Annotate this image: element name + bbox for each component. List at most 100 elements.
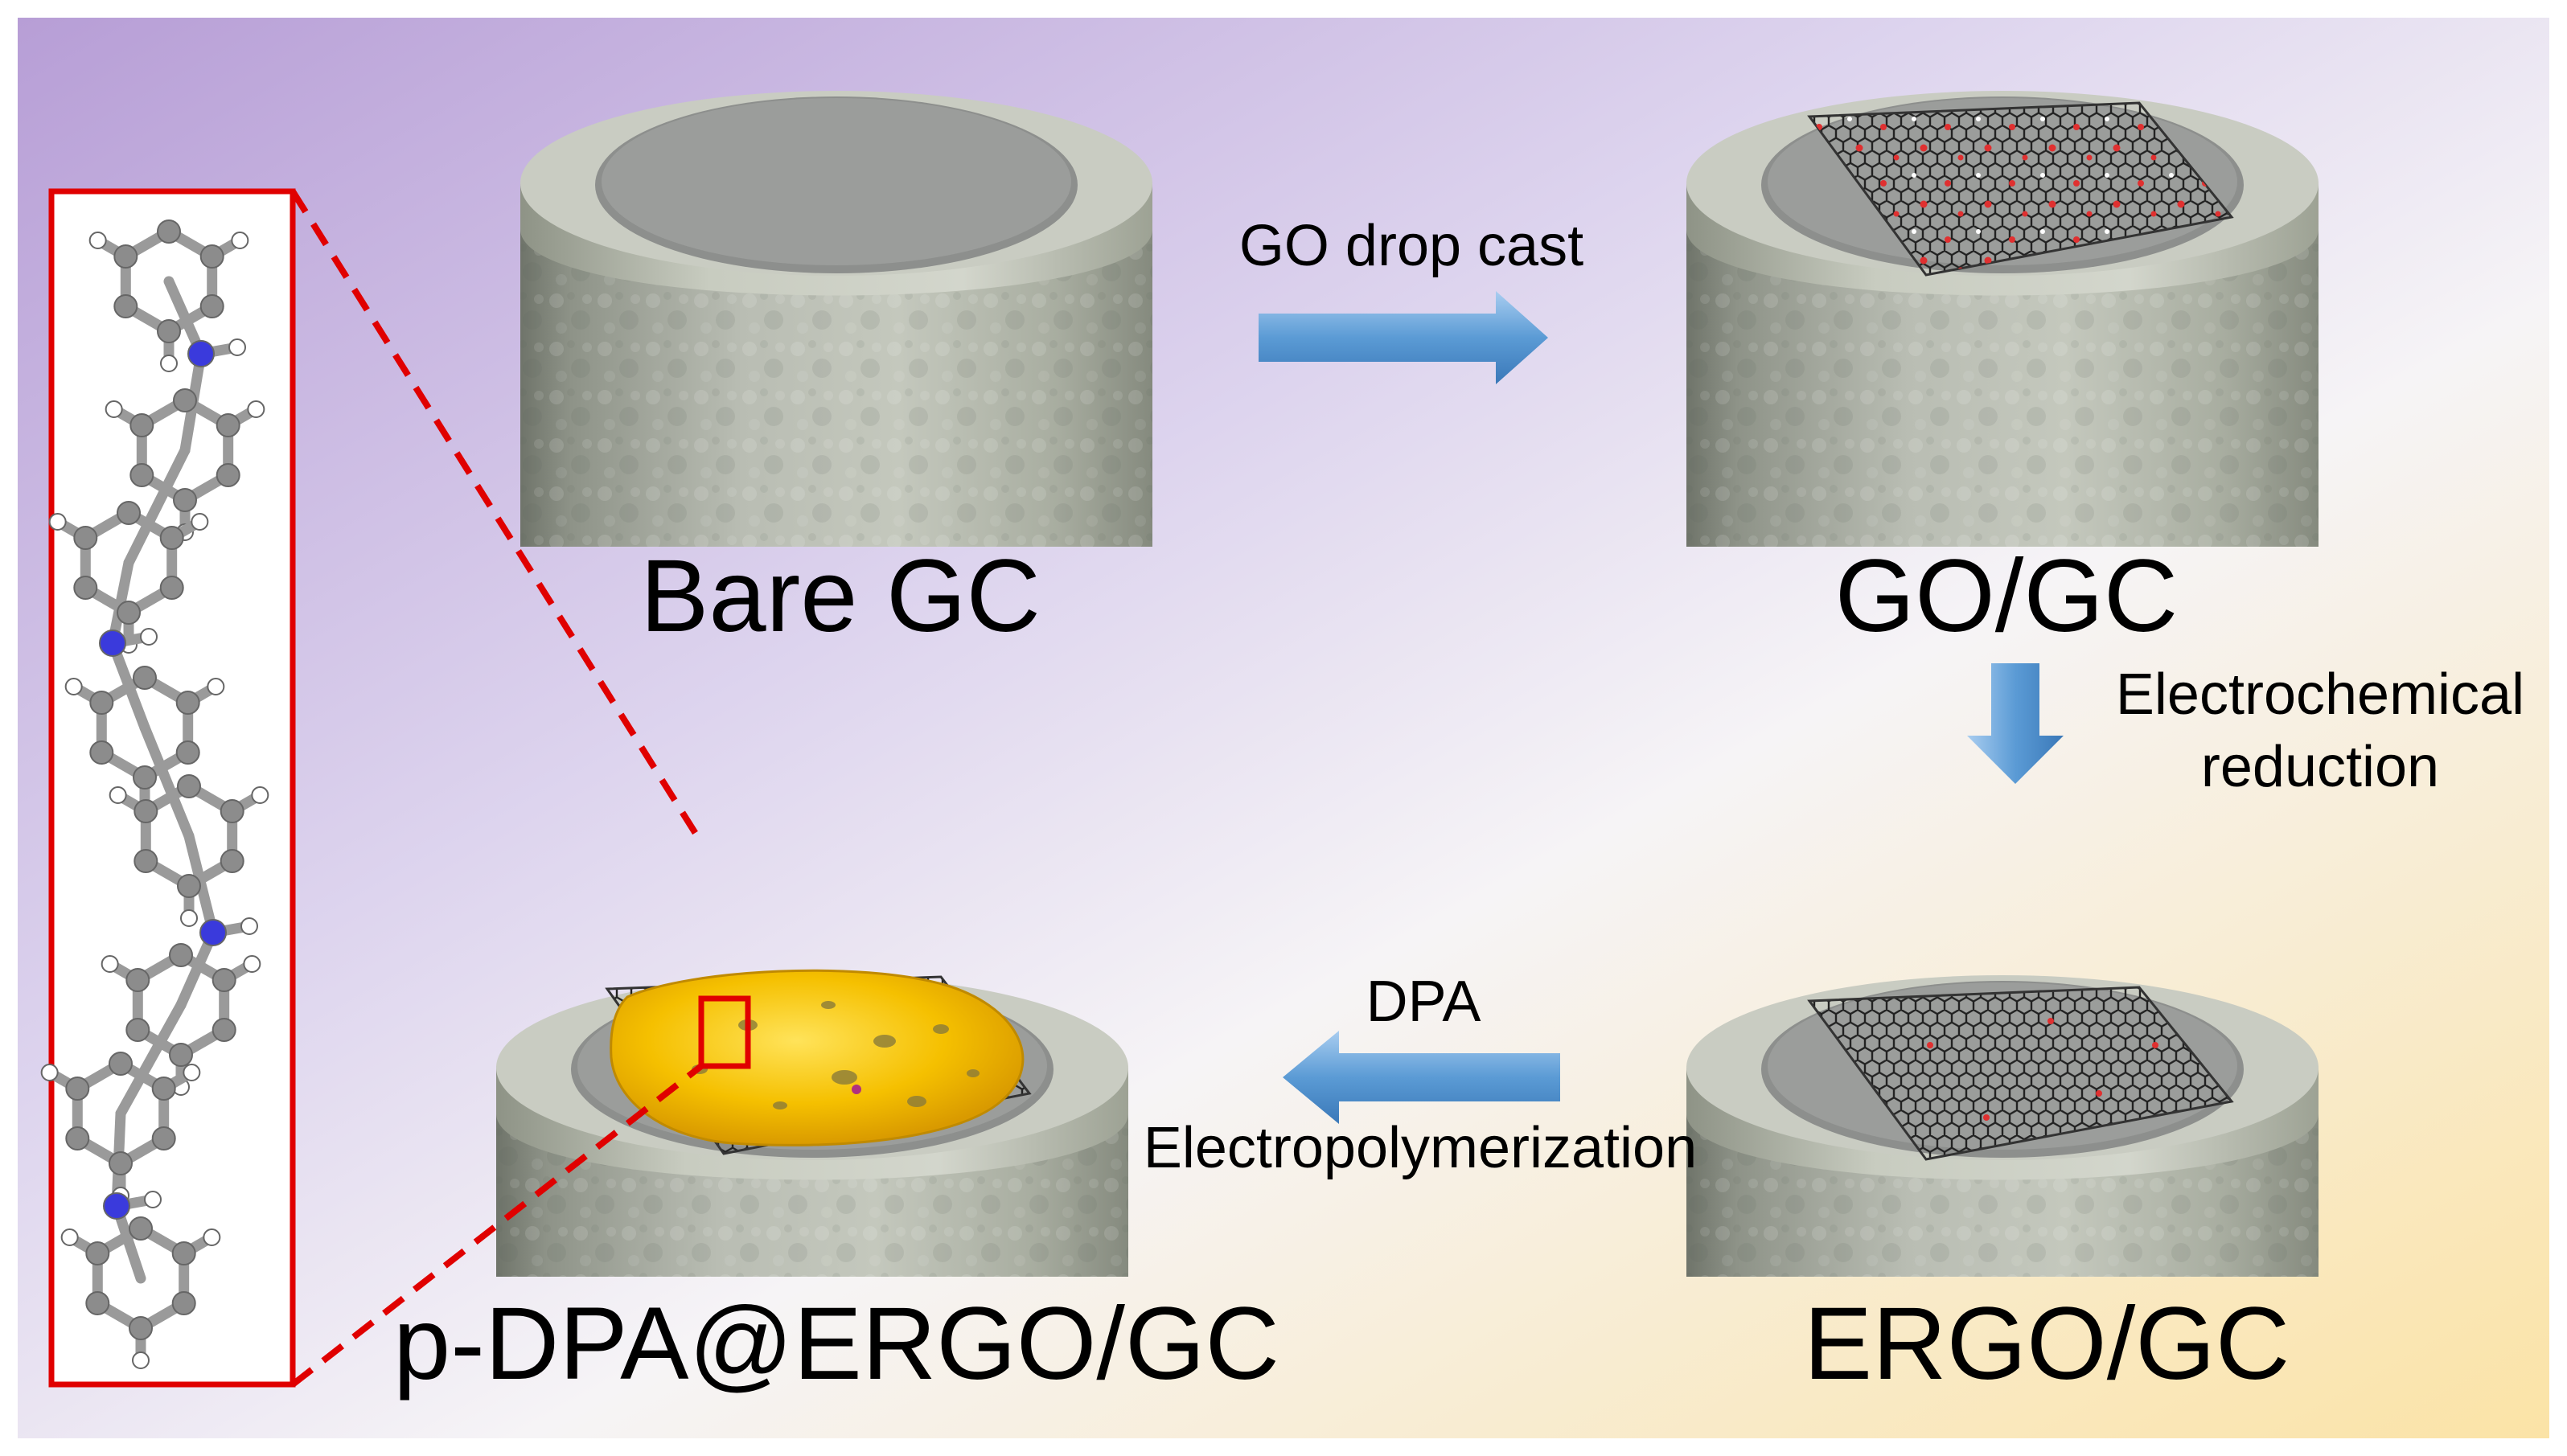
atom [199,244,224,269]
atom [212,1018,236,1042]
atom [240,917,258,935]
atom [129,1316,153,1340]
atom [60,1228,79,1246]
step-reduction-line1: Electrochemical [2116,662,2524,727]
arrow-reduction [1967,663,2064,784]
atom [129,413,154,437]
atom [109,1052,133,1076]
bond [139,722,195,842]
atom [173,488,197,512]
bond [115,999,187,1119]
atom [73,526,98,550]
atom [183,1064,201,1081]
atom [105,400,123,418]
atom [159,576,184,600]
atom [180,909,198,927]
atom [177,874,201,898]
atom [133,849,158,873]
atom [177,774,201,798]
atom [160,355,178,372]
atom [187,340,215,367]
atom [129,1216,153,1241]
step-electropolymerization: Electropolymerization [1144,1116,1697,1180]
atom [175,691,200,715]
reduced-graphene-oxide-sheet [1807,986,2234,1161]
zoom-line-top [290,189,704,845]
atom [169,943,193,967]
atom [125,1018,150,1042]
electrode-go-gc [1686,91,2319,547]
atom [212,968,236,992]
atom [251,786,269,804]
atom [144,1191,162,1208]
step-drop-cast: GO drop cast [1239,214,1583,278]
polymer-chain-inset [40,188,296,1388]
atom [113,294,138,318]
atom [113,244,138,269]
atom [220,849,244,873]
atom [64,678,83,695]
zoom-line-bottom [290,1063,704,1388]
atom [157,319,181,343]
atom [88,232,107,249]
atom [199,919,227,946]
atom [157,219,181,244]
atom [169,1043,193,1067]
label-go-gc: GO/GC [1835,539,2179,654]
atom [85,1241,110,1265]
bond [123,445,191,568]
label-bare-gc: Bare GC [640,539,1041,654]
atom [132,1351,150,1369]
atom [48,513,67,531]
atom [228,338,246,356]
atom [125,968,150,992]
atom [89,740,114,765]
atom [220,799,244,823]
atom [133,666,157,690]
atom [203,1228,221,1246]
atom [216,413,240,437]
atom [109,1151,133,1175]
atom [140,628,158,646]
atom [207,678,225,695]
atom [117,501,141,525]
arrow-electropolymerization [1283,1031,1560,1124]
atom [243,955,261,973]
atom [65,1077,90,1101]
electrode-bare-gc [520,91,1152,547]
atom [103,1192,130,1220]
atom [85,1291,110,1315]
atom [171,1291,196,1315]
atom [133,799,158,823]
atom [216,463,240,487]
atom [159,526,184,550]
atom [247,400,265,418]
atom [73,576,98,600]
atom [191,513,209,531]
atom [151,1077,176,1101]
label-pdpa-ergo-gc: p-DPA@ERGO/GC [393,1286,1279,1401]
atom [99,630,126,657]
atom [231,232,249,249]
electrode-ergo-gc [1686,975,2319,1277]
electrode-pdpa-ergo-gc [496,969,1128,1277]
zoom-highlight-box [698,995,751,1069]
atom [173,388,197,412]
atom [65,1126,90,1150]
atom [117,601,141,625]
step-reduction-line2: reduction [2201,735,2439,799]
atom [151,1126,176,1150]
polymer-coating [610,969,1025,1146]
molecular-model [40,219,269,1369]
atom [175,740,200,765]
label-ergo-gc: ERGO/GC [1804,1286,2290,1401]
atom [40,1064,59,1081]
atom [133,765,157,790]
atom [171,1241,196,1265]
atom [89,691,114,715]
atom [109,786,127,804]
atom [199,294,224,318]
atom [129,463,154,487]
step-dpa: DPA [1366,970,1481,1034]
